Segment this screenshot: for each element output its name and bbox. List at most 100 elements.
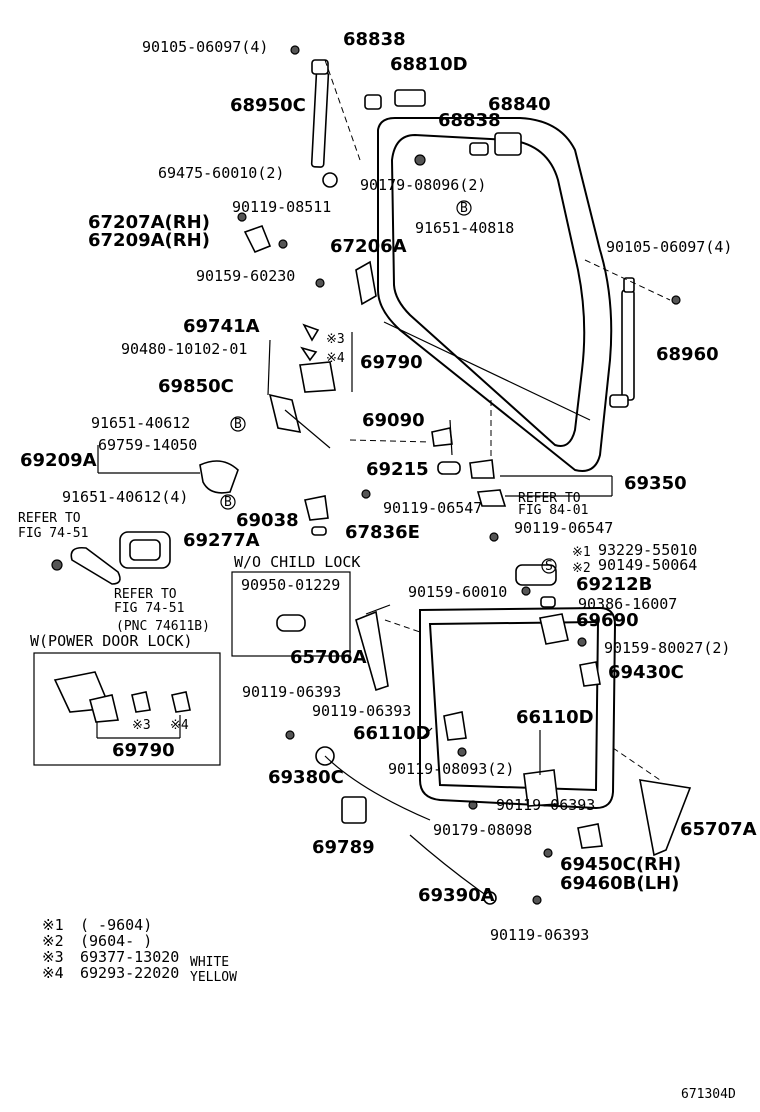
label: 67209A(RH) [88, 230, 210, 251]
label: REFER TO [18, 511, 81, 526]
legend-note: YELLOW [190, 970, 237, 985]
legend-mark: ※1 [42, 916, 64, 934]
label: 68960 [656, 344, 719, 365]
label: FIG 74-51 [114, 601, 184, 616]
handle-69277a [70, 531, 171, 585]
legend: ※1 ( -9604) ※2 (9604- ) ※3 69377-13020 W… [42, 916, 237, 985]
stay-65707a [612, 747, 692, 857]
legend-text: (9604- ) [80, 932, 152, 950]
label: 69350 [624, 473, 687, 494]
label: W(POWER DOOR LOCK) [30, 632, 193, 650]
label: B [460, 201, 468, 216]
label: 69430C [608, 662, 684, 683]
gas-strut-68950c [310, 59, 361, 188]
label: 69380C [268, 767, 344, 788]
diagram-id: 671304D [681, 1087, 736, 1102]
label: 69741A [183, 316, 260, 337]
label: 69790 [112, 740, 175, 761]
label: 68838 [343, 29, 406, 50]
label: 90159-60010 [408, 583, 507, 601]
bolts [51, 45, 681, 905]
label: REFER TO [114, 587, 177, 602]
legend-text: 69377-13020 [80, 948, 179, 966]
lock-parts-right [443, 564, 601, 807]
leader-lines [97, 332, 613, 739]
label: 69450C(RH) [560, 854, 681, 875]
latch-cluster-left [199, 224, 377, 536]
label: 65706A [290, 647, 367, 668]
label: 69690 [576, 610, 639, 631]
label: 67207A(RH) [88, 212, 210, 233]
label: 93229-55010 [598, 541, 697, 559]
label: 90179-08098 [433, 821, 532, 839]
label: 67836E [345, 522, 420, 543]
part-labels: 90105-06097(4) 68838 68810D 68950C 68840… [18, 29, 757, 1102]
label: 90119-08511 [232, 198, 331, 216]
label: 90119-06393 [312, 702, 411, 720]
label: ※4 [326, 351, 345, 366]
legend-note: WHITE [190, 955, 229, 970]
label: 68838 [438, 110, 501, 131]
label: 69759-14050 [98, 436, 197, 454]
legend-mark: ※3 [42, 948, 64, 966]
label: (PNC 74611B) [116, 619, 210, 634]
label: 69212B [576, 574, 652, 595]
label: 69038 [236, 510, 299, 531]
legend-text: 69293-22020 [80, 964, 179, 982]
label: 91651-40818 [415, 219, 514, 237]
label: B [234, 417, 242, 432]
label: 90179-08096(2) [360, 176, 486, 194]
label: 69090 [362, 410, 425, 431]
label: S [545, 559, 553, 574]
child-lock-box [231, 571, 351, 657]
label: FIG 74-51 [18, 526, 88, 541]
label: ※4 [170, 718, 189, 733]
legend-mark: ※2 [42, 932, 64, 950]
label: 69460B(LH) [560, 873, 679, 894]
label: 90119-06393 [242, 683, 341, 701]
label: 68840 [488, 94, 551, 115]
label: 66110D [516, 707, 594, 728]
label: 90159-80027(2) [604, 639, 730, 657]
hinge-68810d [364, 89, 522, 156]
label: 90119-08093(2) [388, 760, 514, 778]
back-door-frame [377, 117, 613, 472]
label: ※2 [572, 561, 591, 576]
label: 90950-01229 [241, 576, 340, 594]
label: 90159-60230 [196, 267, 295, 285]
label: REFER TO [518, 491, 581, 506]
label: 90105-06097(4) [606, 238, 732, 256]
label: 69475-60010(2) [158, 164, 284, 182]
label: 68950C [230, 95, 306, 116]
label: 90105-06097(4) [142, 38, 268, 56]
label: 69209A [20, 450, 97, 471]
middle-parts [349, 400, 507, 507]
label: 90149-50064 [598, 556, 697, 574]
legend-mark: ※4 [42, 964, 64, 982]
label: ※1 [572, 545, 591, 560]
cables [315, 746, 603, 905]
marker-circles [220, 200, 557, 574]
label: ※3 [326, 332, 345, 347]
label: 90119-06393 [490, 926, 589, 944]
legend-text: ( -9604) [80, 916, 152, 934]
gas-strut-68960 [584, 259, 671, 408]
label: 68810D [390, 54, 468, 75]
label: 69850C [158, 376, 234, 397]
label: 69215 [366, 459, 429, 480]
label: 90386-16007 [578, 595, 677, 613]
label: 69277A [183, 530, 260, 551]
stay-65706a [355, 604, 421, 692]
label: 91651-40612(4) [62, 488, 188, 506]
label: 66110D [353, 723, 431, 744]
label: 69390A [418, 885, 495, 906]
label: 69789 [312, 837, 375, 858]
label: 90480-10102-01 [121, 340, 247, 358]
label: ※3 [132, 718, 151, 733]
label: 90119-06547 [514, 519, 613, 537]
label: W/O CHILD LOCK [234, 553, 360, 571]
label: 90119-06393 [496, 796, 595, 814]
label: FIG 84-01 [518, 503, 588, 518]
